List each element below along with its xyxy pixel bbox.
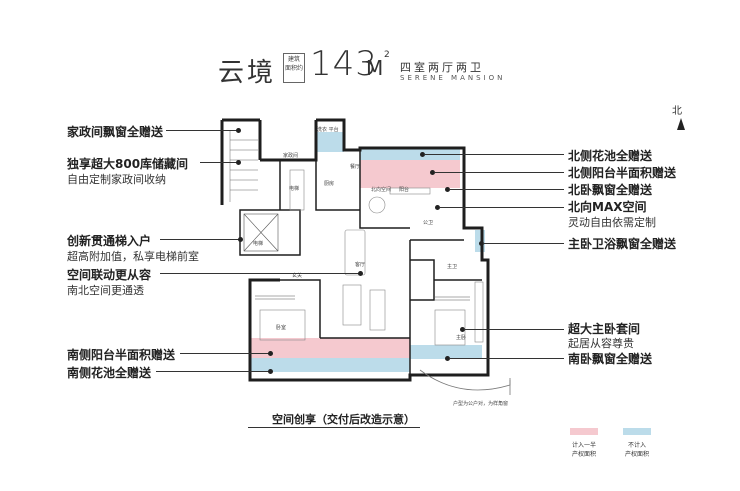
legend-swatch-excluded [623, 428, 651, 435]
callout-left-1-leader [166, 130, 238, 131]
project-title: 云境 [218, 58, 277, 88]
callout-right-7: 南卧飘窗全赠送 [568, 352, 653, 366]
callout-right-4-leader [439, 207, 564, 208]
callout-right-2-dot [430, 170, 435, 175]
plan-label-elevator-hall: 电梯 [289, 186, 300, 192]
south-bay-window-zone [410, 345, 482, 359]
callout-right-1-leader [424, 154, 564, 155]
callout-right-3-leader [449, 189, 564, 190]
area-value: 143 [310, 44, 378, 84]
callout-left-5: 南侧阳台半面积赠送 [67, 348, 176, 362]
callout-right-7-leader [449, 358, 564, 359]
north-arrow-icon [677, 118, 685, 130]
callout-left-4-dot [358, 271, 363, 276]
callout-left-5-leader [180, 353, 270, 354]
callout-left-4-sub: 南北空间更通透 [67, 284, 144, 297]
callout-left-2-sub: 自由定制家政间收纳 [67, 173, 166, 186]
plan-note: 户型为公户对，为样角窗 [453, 401, 509, 407]
callout-right-4-dot [435, 205, 440, 210]
english-name: SERENE MANSION [400, 74, 506, 82]
plan-label-kitchen: 厨房 [324, 181, 335, 187]
plan-label-master-bath: 主卫 [447, 264, 458, 270]
callout-right-4-sub: 灵动自由依需定制 [568, 216, 656, 229]
plan-label-dining: 餐厅 [350, 164, 361, 170]
callout-right-3-dot [445, 187, 450, 192]
south-balcony-zone [250, 338, 410, 360]
callout-left-2: 独享超大800库储藏间 [67, 157, 189, 171]
plan-label-entry: 玄关 [292, 273, 303, 279]
callout-right-3: 北卧飘窗全赠送 [568, 183, 653, 197]
plan-label-bedroom: 卧室 [276, 325, 287, 331]
callout-right-7-dot [445, 356, 450, 361]
plan-label-housekeeping: 家政间 [283, 153, 299, 159]
plan-caption: 空间创享（交付后改造示意） [272, 413, 415, 426]
room-layout: 四室两厅两卫 [400, 61, 484, 74]
callout-left-3-dot [238, 237, 243, 242]
plan-label-laundry: 洗衣 平台 [317, 127, 339, 133]
callout-right-6-sub: 起居从容尊贵 [568, 337, 634, 350]
north-flower-bed-zone [360, 148, 460, 160]
callout-left-4: 空间联动更从容 [67, 268, 152, 282]
callout-left-3: 创新贯通梯入户 [67, 234, 152, 248]
area-label: 建筑 面积约 [283, 53, 305, 83]
callout-left-6-dot [268, 369, 273, 374]
caption-underline [248, 427, 420, 428]
callout-right-6-leader [464, 329, 564, 330]
floor-plan [220, 118, 511, 395]
area-unit-sup: 2 [384, 50, 390, 60]
callout-left-6-leader [156, 371, 270, 372]
plan-label-elevator: 电梯 [253, 241, 264, 247]
callout-left-2-leader [200, 162, 238, 163]
callout-left-3-leader [160, 239, 240, 240]
callout-right-5-dot [479, 241, 484, 246]
area-label-line2: 面积约 [284, 65, 303, 72]
plan-label-public-bath: 公卫 [423, 220, 434, 226]
callout-left-4-leader [160, 273, 360, 274]
callout-left-6: 南侧花池全赠送 [67, 366, 152, 380]
callout-right-5: 主卧卫浴飘窗全赠送 [568, 237, 677, 251]
callout-right-2-leader [434, 172, 564, 173]
plan-label-living: 客厅 [355, 262, 366, 268]
callout-right-1: 北侧花池全赠送 [568, 149, 653, 163]
north-label: 北 [672, 106, 682, 117]
callout-right-5-leader [483, 243, 564, 244]
callout-right-2: 北侧阳台半面积赠送 [568, 166, 677, 180]
callout-right-4: 北向MAX空间 [568, 200, 647, 214]
plan-label-master-bedroom: 主卧 [456, 335, 467, 341]
south-flower-bed-zone [250, 358, 410, 372]
callout-left-1-dot [236, 128, 241, 133]
callout-right-6: 超大主卧套间 [568, 322, 641, 336]
callout-left-1: 家政间飘窗全赠送 [67, 125, 164, 139]
callout-right-6-dot [460, 327, 465, 332]
plan-label-north-room: 北向空间 [371, 187, 392, 193]
legend-text-excluded: 不计入 产权面积 [624, 442, 649, 458]
laundry-window-zone [316, 132, 344, 152]
area-label-line1: 建筑 [287, 56, 300, 63]
callout-left-2-dot [236, 160, 241, 165]
legend-text-half: 计入一半 产权面积 [571, 442, 596, 458]
callout-left-3-sub: 超高附加值，私享电梯前室 [67, 250, 199, 263]
area-unit: M [366, 56, 384, 80]
legend-swatch-half [570, 428, 598, 435]
callout-left-5-dot [268, 351, 273, 356]
callout-right-1-dot [420, 152, 425, 157]
plan-label-balcony: 阳台 [399, 187, 410, 193]
